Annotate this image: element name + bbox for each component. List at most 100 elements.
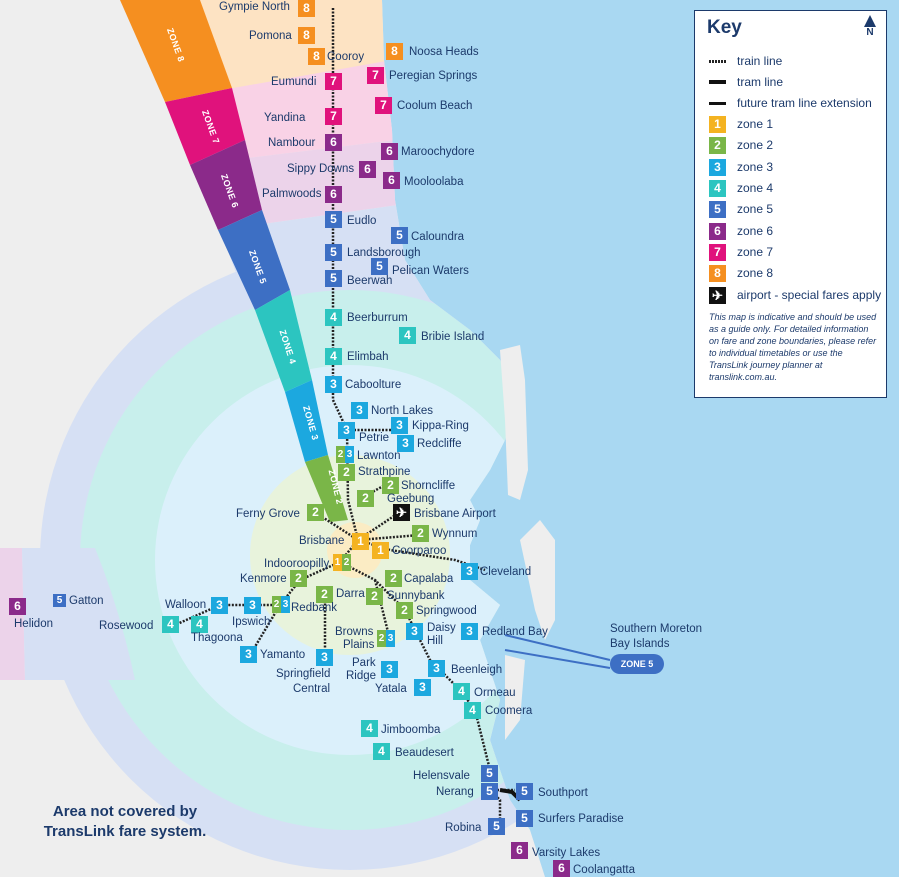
ferry-lines	[504, 634, 611, 669]
station-lawnton: Lawnton	[357, 450, 401, 462]
station-yatala: Yatala	[375, 683, 407, 695]
zone-band-6	[190, 140, 262, 230]
zone-badge: 3	[461, 563, 478, 580]
zone-badge: 6	[381, 143, 398, 160]
station-springfield-central-1: Springfield	[276, 668, 331, 680]
zone-badge: 5	[481, 765, 498, 782]
zone-2-swatch: 2	[709, 137, 726, 154]
west-zone-5-area	[22, 548, 135, 680]
station-eudlo: Eudlo	[347, 215, 377, 227]
zone-8-swatch: 8	[709, 265, 726, 282]
zone-badge: 7	[375, 97, 392, 114]
key-zone-7-label: zone 7	[737, 245, 774, 259]
key-airport-label: airport - special fares apply	[737, 288, 882, 302]
zone-badge: 3	[397, 435, 414, 452]
station-geebung: Geebung	[387, 493, 435, 505]
station-browns-plains-1: Browns	[335, 626, 374, 638]
station-darra: Darra	[336, 588, 365, 600]
zone-4-swatch: 4	[709, 180, 726, 197]
bay-islands-label-1: Southern Moreton	[610, 623, 703, 635]
station-gatton: Gatton	[69, 595, 104, 607]
zone-badge: 2	[377, 630, 386, 647]
zone-badge: 2	[385, 570, 402, 587]
airport-icon: ✈	[393, 504, 410, 521]
zone-badge: 3	[345, 446, 354, 463]
key-disclaimer: This map is indicative and should be use…	[709, 312, 877, 382]
zone-band-2	[305, 455, 348, 522]
station-thagoona: Thagoona	[191, 632, 243, 644]
zone-badge: 5	[481, 783, 498, 800]
station-daisy-hill-1: Daisy	[427, 622, 456, 634]
station-strathpine: Strathpine	[358, 466, 411, 478]
station-daisy-hill-2: Hill	[427, 635, 443, 647]
station-peregian-springs: Peregian Springs	[389, 70, 478, 82]
zone-badge: 4	[325, 348, 342, 365]
zone-badge: 3	[316, 649, 333, 666]
zone-badge: 3	[386, 630, 395, 647]
zone-badge: 1	[372, 542, 389, 559]
zone-badge: 6	[9, 598, 26, 615]
zone-badge: 3	[338, 422, 355, 439]
zone-badge: 4	[453, 683, 470, 700]
station-cooroy: Cooroy	[327, 51, 365, 63]
key-zone-4-label: zone 4	[737, 181, 774, 195]
station-noosa-heads: Noosa Heads	[409, 46, 479, 58]
station-nambour: Nambour	[268, 137, 316, 149]
stradbroke-island-south	[505, 655, 525, 740]
station-beerburrum: Beerburrum	[347, 312, 408, 324]
zone-badge: 1	[333, 554, 342, 571]
station-cleveland: Cleveland	[480, 566, 532, 578]
station-indooroopilly: Indooroopilly	[264, 558, 330, 570]
not-covered-line-1: Area not covered by	[52, 803, 198, 820]
zone-badge: 4	[325, 309, 342, 326]
zone-badge: 5	[391, 227, 408, 244]
station-helensvale: Helensvale	[413, 770, 470, 782]
station-park-ridge-1: Park	[352, 657, 376, 669]
not-covered-line-2: TransLink fare system.	[43, 823, 207, 840]
zone-band-7	[165, 88, 245, 165]
station-sippy-downs: Sippy Downs	[287, 163, 355, 175]
key-title: Key	[707, 17, 742, 38]
station-pelican-waters: Pelican Waters	[392, 265, 469, 277]
zone-badge: 3	[381, 661, 398, 678]
station-capalaba: Capalaba	[404, 573, 454, 585]
zone-badge: 2	[272, 596, 281, 613]
zone-badge: 6	[359, 161, 376, 178]
station-brisbane: Brisbane	[299, 535, 345, 547]
zone-badge: 4	[361, 720, 378, 737]
future-tram-line-icon	[709, 102, 726, 105]
zone-badge: 8	[386, 43, 403, 60]
north-label: N	[866, 27, 874, 38]
station-coorparoo: Coorparoo	[392, 545, 447, 557]
zone-badge: 4	[399, 327, 416, 344]
zone-badge: 2	[396, 602, 413, 619]
zone-badge: 6	[325, 134, 342, 151]
zone-badge: 2	[412, 525, 429, 542]
zone-1-swatch: 1	[709, 116, 726, 133]
zone-badge: 7	[325, 73, 342, 90]
zone-band-5	[218, 210, 290, 310]
zone-badge: 8	[298, 27, 315, 44]
zone-badge: 5	[371, 258, 388, 275]
station-walloon: Walloon	[165, 599, 207, 611]
zone-badge: 5	[325, 244, 342, 261]
station-petrie: Petrie	[359, 432, 390, 444]
station-ipswich: Ipswich	[232, 616, 271, 628]
zone-band-4	[255, 290, 312, 392]
station-maroochydore: Maroochydore	[401, 146, 475, 158]
station-coolum-beach: Coolum Beach	[397, 100, 473, 112]
station-gympie-north: Gympie North	[219, 1, 290, 13]
moreton-island	[500, 345, 528, 500]
station-ormeau: Ormeau	[474, 687, 516, 699]
station-kippa-ring: Kippa-Ring	[412, 420, 469, 432]
station-caboolture: Caboolture	[345, 379, 402, 391]
zone-badge: 5	[325, 270, 342, 287]
station-brisbane-airport: Brisbane Airport	[414, 508, 496, 520]
station-palmwoods: Palmwoods	[262, 188, 322, 200]
station-springfield-central-2: Central	[293, 683, 331, 695]
zone-badge: 2	[382, 477, 399, 494]
zone-badge: 3	[406, 623, 423, 640]
station-nerang: Nerang	[436, 786, 474, 798]
zone-badge: 2	[338, 464, 355, 481]
zone-badge: 7	[325, 108, 342, 125]
